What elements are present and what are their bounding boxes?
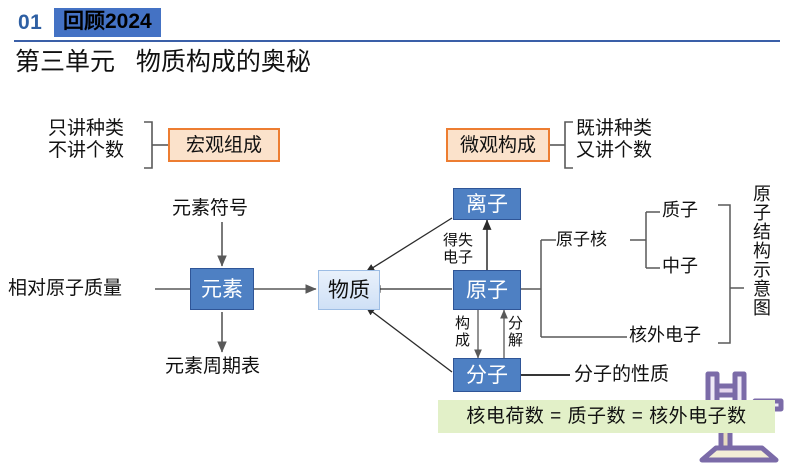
- outer-electrons-label: 核外电子: [629, 325, 701, 345]
- edge-label-gain-lose-electrons: 得失 电子: [443, 233, 474, 267]
- header-badge: 回顾2024: [54, 8, 161, 37]
- header-section-number: 01: [18, 11, 43, 34]
- node-ion: 离子: [453, 188, 521, 220]
- nucleus-bracket: [630, 211, 660, 269]
- node-molecule: 分子: [453, 358, 521, 392]
- periodic-table-label: 元素周期表: [165, 356, 261, 377]
- node-element: 元素: [190, 268, 254, 310]
- molecule-property-label: 分子的性质: [574, 364, 670, 385]
- atom-structure-bracket: [521, 239, 627, 338]
- node-substance: 物质: [318, 270, 380, 310]
- nucleus-label: 原子核: [556, 230, 607, 249]
- micro-bracket: [549, 121, 573, 169]
- edge-label-compose: 构 成: [455, 316, 471, 350]
- proton-label: 质子: [662, 200, 698, 220]
- atom-structure-diagram-label: 原子结构示意图: [751, 184, 771, 317]
- wire-ion-to-substance: [365, 217, 453, 273]
- formula-highlight-box: 核电荷数 = 质子数 = 核外电子数: [438, 400, 775, 433]
- node-atom: 原子: [453, 270, 521, 310]
- relative-atomic-mass-label: 相对原子质量: [8, 278, 123, 299]
- macro-composition-box: 宏观组成: [168, 128, 280, 162]
- atom-diagram-bracket: [718, 204, 744, 344]
- page-title: 第三单元 物质构成的奥秘: [15, 48, 311, 76]
- element-symbol-label: 元素符号: [172, 198, 249, 219]
- header-divider: [14, 40, 780, 42]
- macro-note: 只讲种类 不讲个数: [48, 118, 125, 162]
- macro-bracket: [144, 121, 168, 169]
- micro-note: 既讲种类 又讲个数: [576, 118, 653, 162]
- edge-label-decompose: 分 解: [508, 316, 524, 350]
- wire-molecule-to-substance: [365, 306, 453, 373]
- micro-composition-box: 微观构成: [446, 128, 550, 162]
- neutron-label: 中子: [662, 256, 698, 276]
